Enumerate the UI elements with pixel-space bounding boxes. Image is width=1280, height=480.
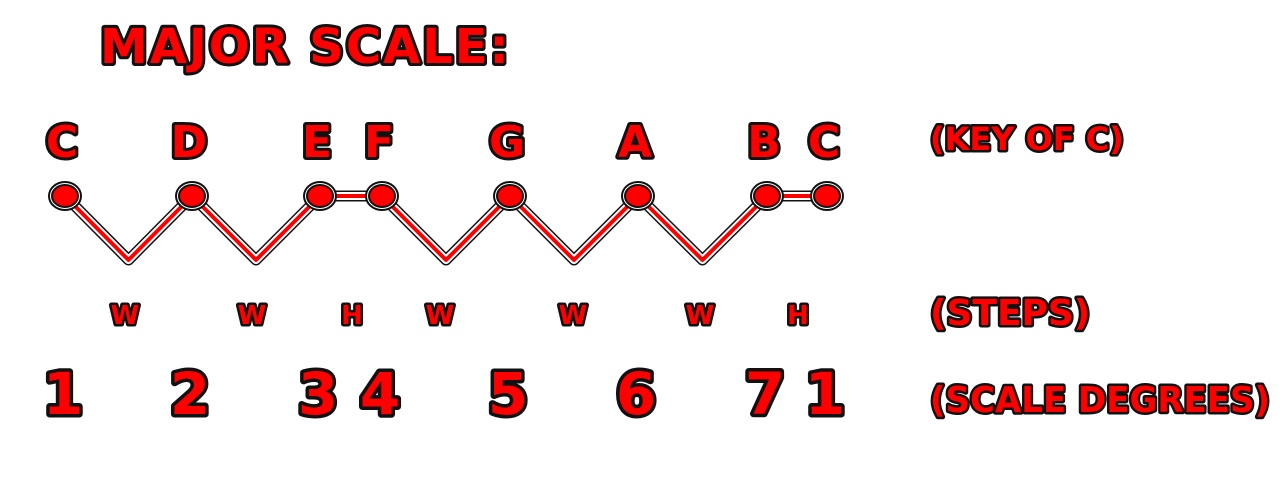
step-label: H — [787, 301, 809, 331]
degree-label: 1 — [805, 360, 845, 428]
note-dot — [368, 184, 396, 208]
note-dot — [624, 184, 652, 208]
note-dot — [306, 184, 334, 208]
note-dot — [753, 184, 781, 208]
step-label: W — [559, 301, 588, 331]
note-label: C — [808, 117, 840, 168]
key-label: (KEY OF C) — [930, 120, 1124, 158]
note-label: B — [747, 117, 781, 168]
note-dot — [178, 184, 206, 208]
step-label: H — [341, 301, 363, 331]
note-dots — [48, 181, 844, 211]
degree-label: 5 — [488, 360, 528, 428]
title: MAJOR SCALE: — [100, 19, 511, 75]
degree-label: 6 — [616, 360, 656, 428]
note-label: G — [489, 117, 525, 168]
note-label: E — [302, 117, 332, 168]
note-dot — [51, 184, 79, 208]
note-label: A — [618, 117, 652, 168]
degree-label: 2 — [170, 360, 210, 428]
step-label: W — [686, 301, 715, 331]
step-label: W — [238, 301, 267, 331]
degree-label: 1 — [43, 360, 83, 428]
step-label: W — [426, 301, 455, 331]
degree-label: 7 — [745, 360, 785, 428]
degree-label: 4 — [360, 360, 400, 428]
note-label: D — [171, 117, 208, 168]
note-label: C — [46, 117, 78, 168]
note-dot — [496, 184, 524, 208]
note-label: F — [364, 117, 394, 168]
scale-degrees-label: (SCALE DEGREES) — [930, 380, 1270, 421]
note-dot — [813, 184, 841, 208]
steps-label: (STEPS) — [930, 293, 1090, 334]
step-label: W — [111, 301, 140, 331]
degree-label: 3 — [298, 360, 338, 428]
